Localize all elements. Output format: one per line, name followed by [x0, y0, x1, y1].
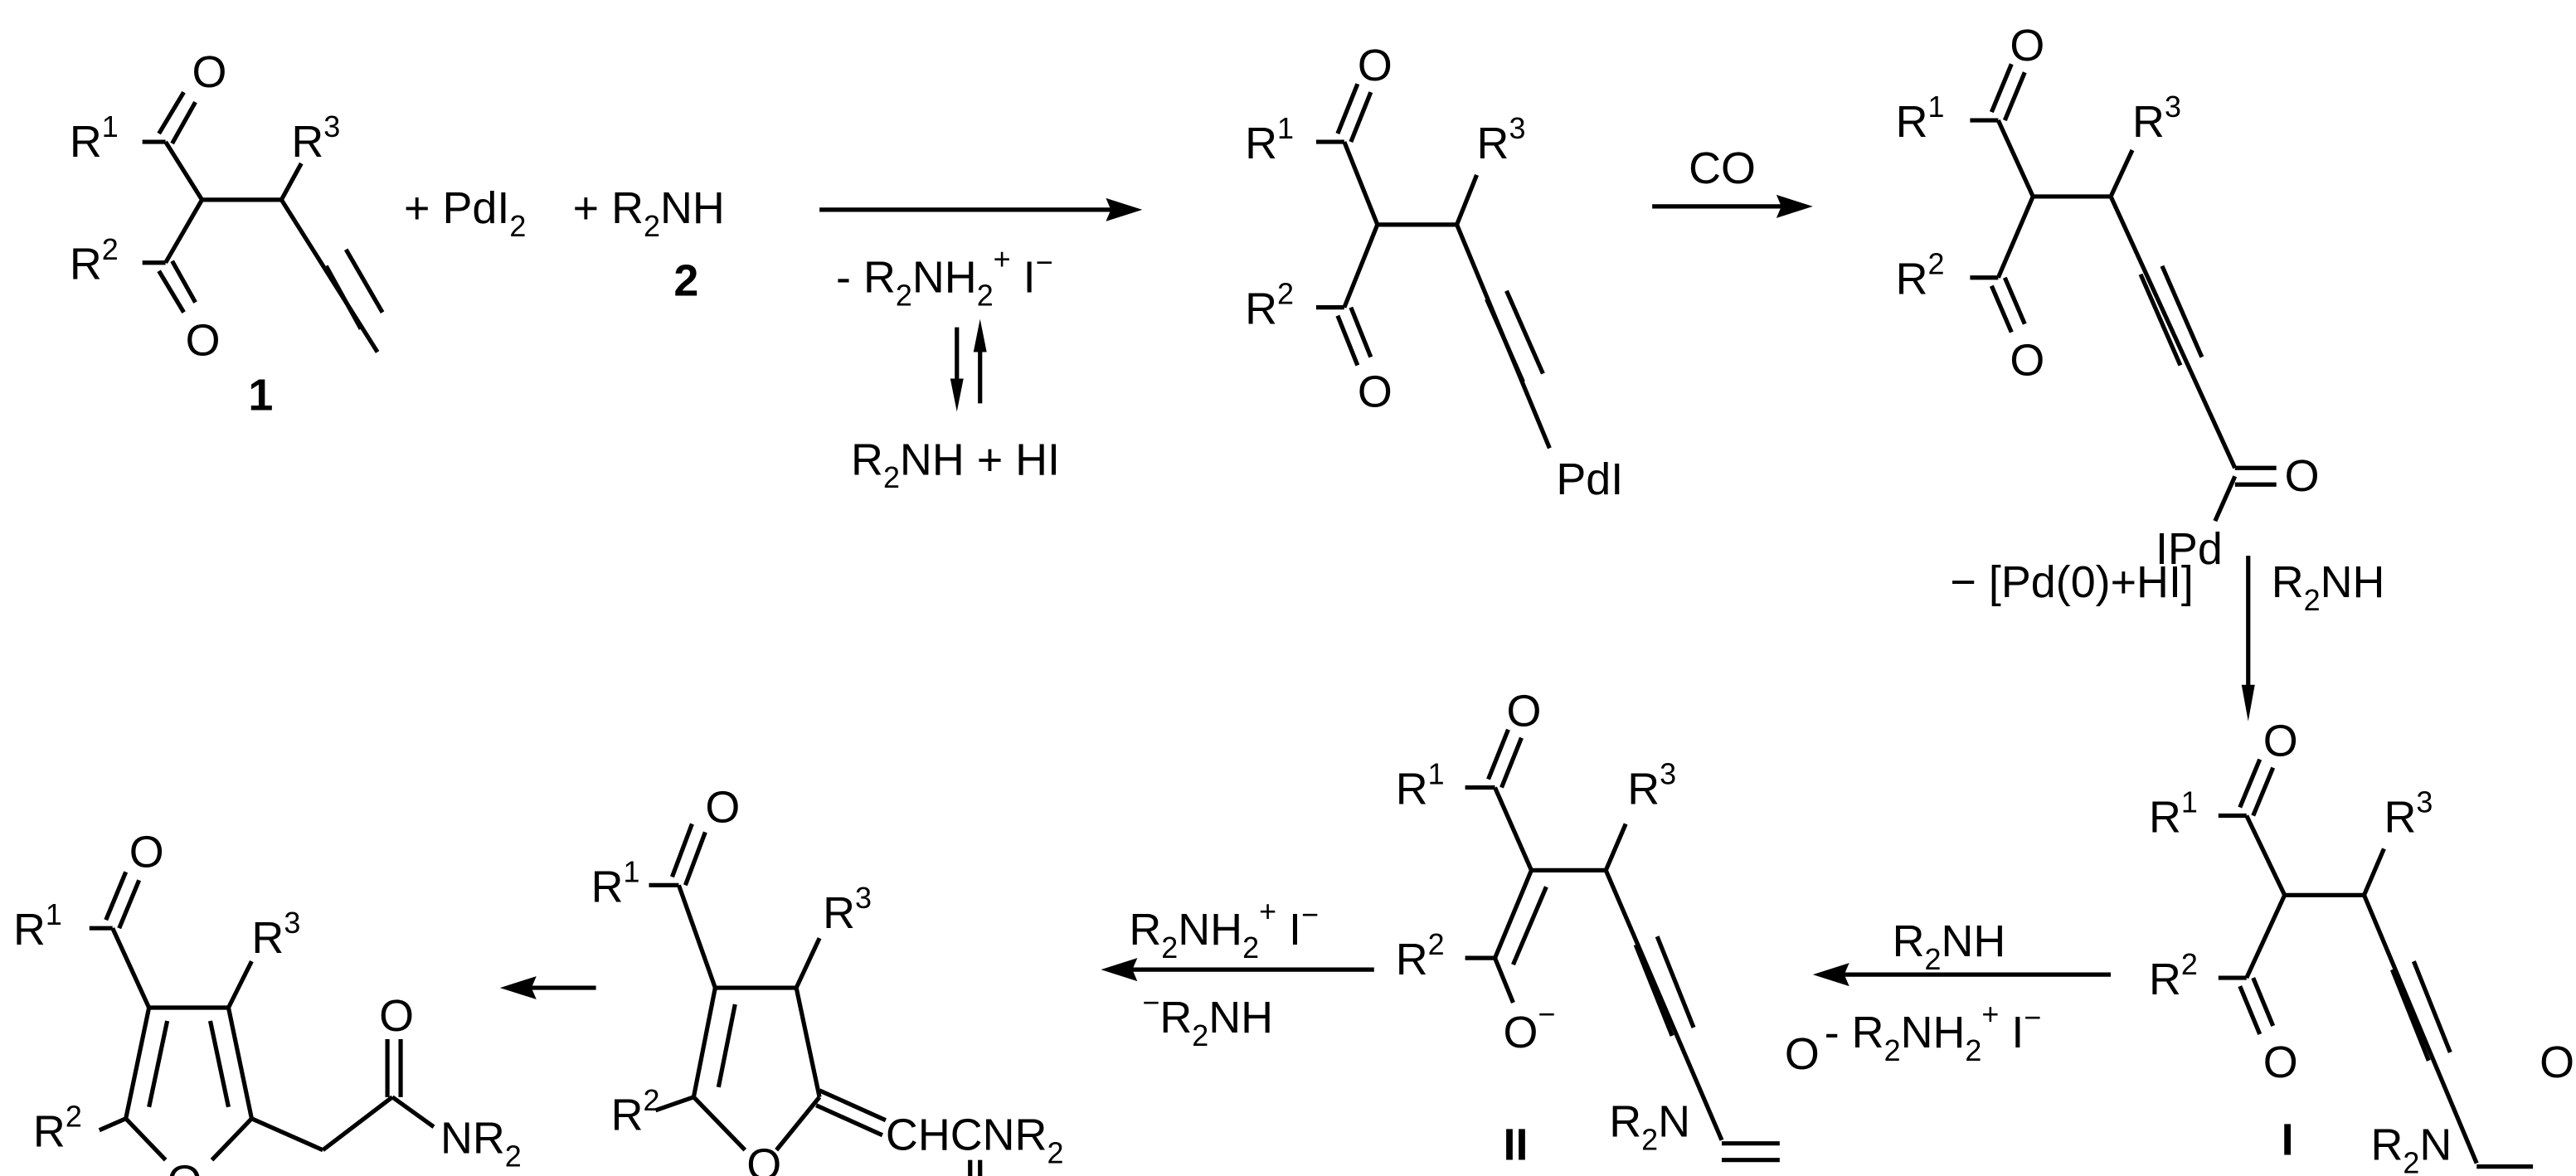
arrow-step-3: − [Pd(0)+HI] R2NH	[1950, 556, 2384, 722]
r3-label: R3	[2384, 785, 2433, 842]
r1-label: R1	[591, 854, 640, 911]
reagent-amine: R2NH	[1893, 916, 2006, 976]
product-3: O R1 R3 R2 O O NR2 3	[13, 827, 522, 1176]
intermediate-I: O R1 R3 R2 O O R2N I	[2149, 717, 2574, 1176]
compound-acyl-pd: O R1 R3 R2 O O IPd	[1896, 21, 2320, 574]
r2-label: R2	[1245, 277, 1294, 334]
metal-label: IPd	[2156, 524, 2223, 574]
arrow-step-4: R2NH - R2NH2+ I−	[1812, 916, 2112, 1067]
oxygen-label: O	[1358, 367, 1392, 416]
oxygen-label: O	[2263, 717, 2298, 766]
r1-label: R1	[13, 897, 62, 955]
compound-label-1: 1	[248, 370, 273, 420]
arrow-step-2: CO	[1652, 143, 1813, 218]
reagent-amine: + R2NH	[573, 183, 725, 243]
r3-label: R3	[1627, 757, 1676, 814]
compound-1: O R1 R3 R2 O 1	[70, 47, 385, 420]
amine-label: R2N	[2370, 1120, 2452, 1176]
r2-label: R2	[1396, 927, 1445, 984]
compound-label-2: 2	[673, 256, 698, 306]
ring-oxygen-label: O	[168, 1157, 202, 1176]
oxygen-label: O	[2285, 451, 2320, 501]
oxygen-label: O	[2263, 1038, 2298, 1087]
r3-label: R3	[251, 906, 300, 963]
arrow-step-5: R2NH2+ I− −R2NH	[1101, 894, 1374, 1052]
reagent-amine: R2NH	[2272, 557, 2385, 617]
oxygen-label: O	[379, 991, 414, 1041]
intermediate-label-I: I	[2282, 1115, 2294, 1165]
r2-label: R2	[33, 1100, 82, 1157]
intermediate-label-II: II	[1503, 1120, 1528, 1170]
r1-label: R1	[2149, 785, 2198, 842]
oxygen-label: O	[186, 316, 221, 366]
intermediate-dihydrofuran: O R1 R3 R2 O CHCNR2 O	[591, 782, 1064, 1176]
r2-label: R2	[2149, 947, 2198, 1004]
oxygen-label: O	[2010, 335, 2044, 385]
byproduct-label: − [Pd(0)+HI]	[1950, 557, 2193, 607]
arrow-step-1: - R2NH2+ I− R2NH + HI	[819, 197, 1143, 494]
r2-label: R2	[1896, 247, 1945, 304]
oxygen-label: O	[1785, 1029, 1820, 1079]
r1-label: R1	[70, 109, 119, 167]
r3-label: R3	[291, 109, 340, 167]
oxygen-label: O	[2540, 1038, 2574, 1087]
reagent-pdi2: + PdI2	[404, 183, 526, 243]
oxygen-label: O	[192, 47, 227, 97]
r1-label: R1	[1896, 90, 1945, 147]
r2-label: R2	[70, 232, 119, 289]
byproduct-label: - R2NH2+ I−	[836, 242, 1053, 313]
r1-label: R1	[1396, 757, 1445, 814]
reagent-co: CO	[1689, 143, 1756, 193]
reagents: + PdI2 + R2NH 2	[404, 183, 725, 306]
oxygen-label: O	[705, 782, 740, 832]
enolate-oxygen-label: O−	[1503, 997, 1555, 1057]
byproduct-label: - R2NH2+ I−	[1825, 997, 2042, 1067]
r3-label: R3	[1477, 111, 1526, 168]
arrow-step-6	[499, 976, 596, 1000]
ring-oxygen-label: O	[746, 1140, 781, 1176]
r3-label: R3	[2132, 90, 2181, 147]
oxygen-label: O	[1358, 41, 1392, 90]
amide-label: NR2	[440, 1114, 522, 1174]
byproduct-label: R2NH2+ I−	[1129, 894, 1319, 965]
r1-label: R1	[1245, 111, 1294, 168]
r3-label: R3	[823, 881, 872, 938]
oxygen-label: O	[1506, 687, 1541, 736]
metal-label: PdI	[1556, 454, 1623, 504]
oxygen-label: O	[129, 827, 164, 877]
byproduct-label: −R2NH	[1142, 985, 1273, 1052]
compound-pd-alkynyl: O R1 R3 R2 O PdI	[1245, 41, 1623, 504]
r2-label: R2	[611, 1083, 660, 1140]
equilibrium-label: R2NH + HI	[851, 435, 1060, 494]
intermediate-II: O R1 R3 R2 O− O R2N II	[1396, 687, 1820, 1170]
side-chain-label: CHCNR2	[886, 1110, 1064, 1170]
amine-label: R2N	[1609, 1097, 1690, 1157]
oxygen-label: O	[2010, 21, 2044, 70]
